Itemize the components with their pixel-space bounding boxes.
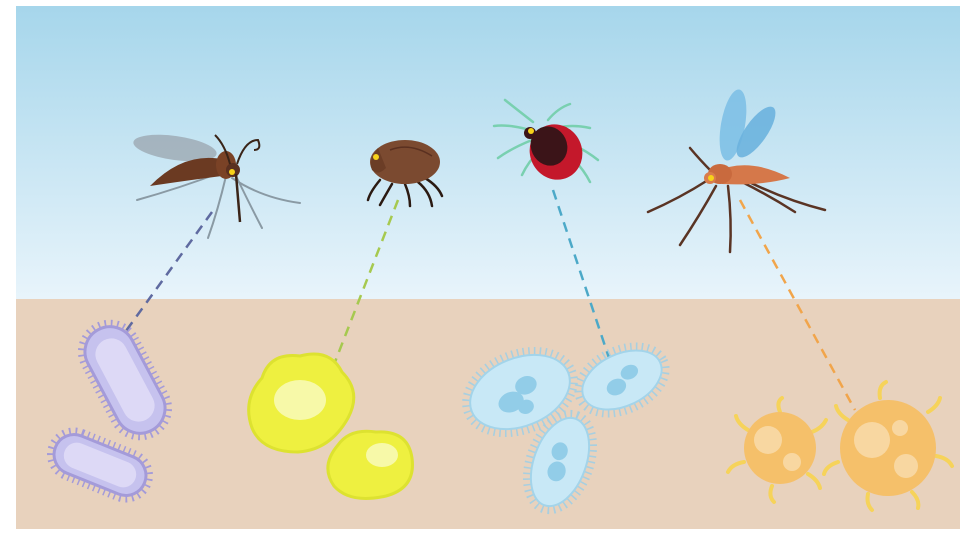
disease-vectors-illustration [0, 0, 976, 535]
